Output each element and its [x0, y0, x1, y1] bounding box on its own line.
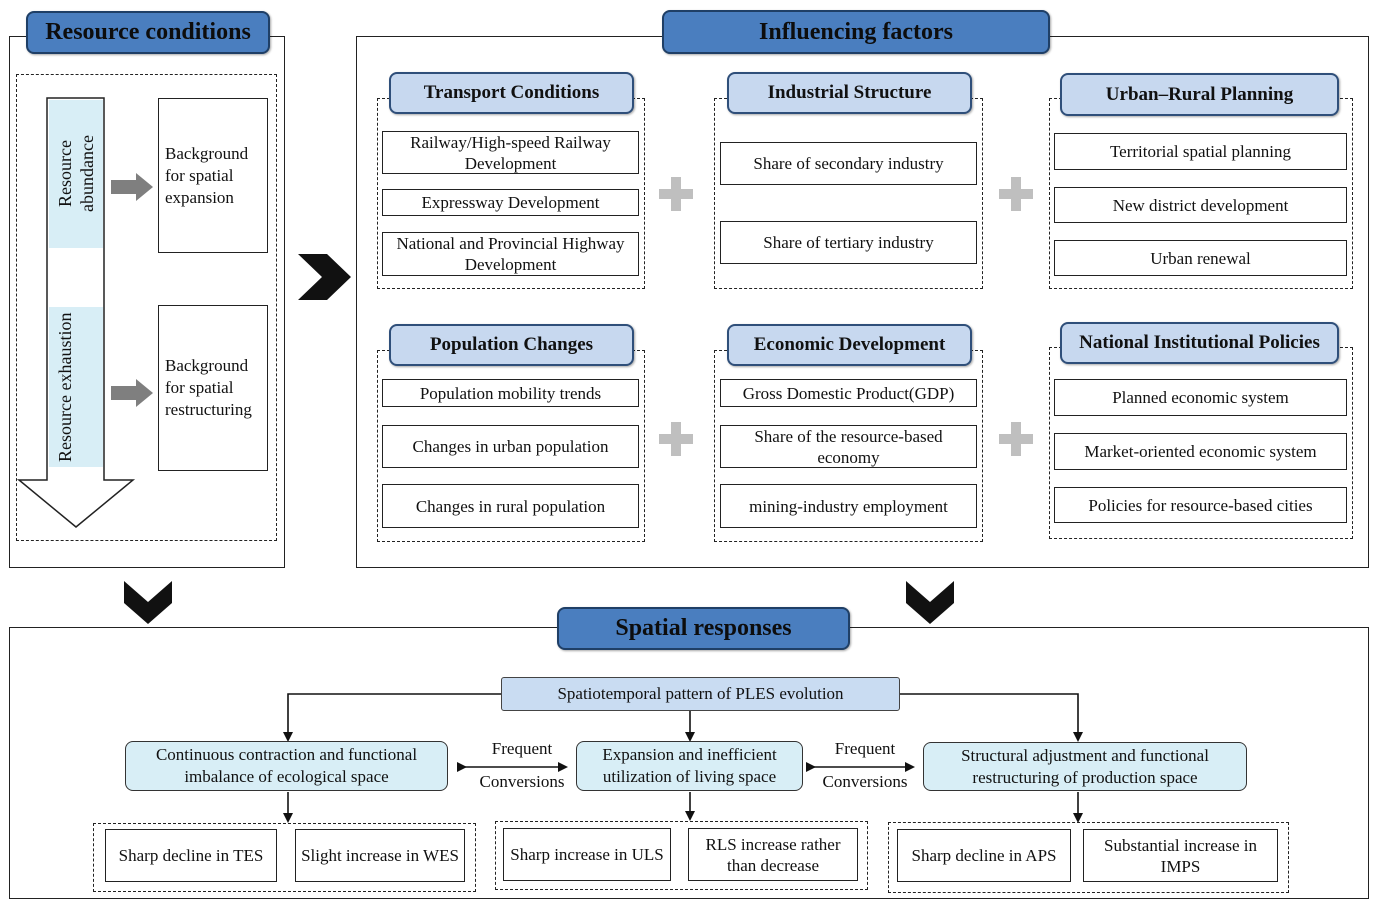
ples-pattern-box: Spatiotemporal pattern of PLES evolution [501, 677, 900, 711]
population-title: Population Changes [389, 324, 634, 366]
abundance-band [49, 100, 103, 248]
living-results-group [495, 821, 868, 890]
responses-title: Spatial responses [557, 607, 850, 650]
planning-item-new-district: New district development [1054, 187, 1347, 223]
exhaustion-label-wrap: Resource exhaustion [49, 307, 103, 467]
planning-title: Urban–Rural Planning [1060, 73, 1339, 116]
exhaustion-label: Resource exhaustion [55, 312, 75, 462]
economic-item-mining: mining-industry employment [720, 484, 977, 528]
result-imps: Substantial increase in IMPS [1083, 829, 1278, 882]
policy-title: National Institutional Policies [1060, 322, 1339, 364]
resource-title: Resource conditions [26, 11, 270, 54]
result-rls: RLS increase rather than decrease [688, 828, 858, 881]
grey-arrow-expansion [111, 173, 153, 201]
transport-item-railway: Railway/High-speed Railway Development [382, 131, 639, 174]
population-item-rural: Changes in rural population [382, 484, 639, 528]
exhaustion-band [49, 307, 103, 467]
frequent-label-right: Frequent [834, 739, 896, 758]
result-tes: Sharp decline in TES [105, 829, 277, 882]
living-space-box: Expansion and inefficient utilization of… [576, 741, 803, 791]
policy-item-planned: Planned economic system [1054, 379, 1347, 416]
plus-icon [659, 177, 1033, 456]
transport-title: Transport Conditions [389, 72, 634, 114]
population-item-mobility: Population mobility trends [382, 379, 639, 407]
policy-item-resource-cities: Policies for resource-based cities [1054, 487, 1347, 523]
planning-item-renewal: Urban renewal [1054, 240, 1347, 276]
ecological-space-box: Continuous contraction and functional im… [125, 741, 448, 791]
industrial-title: Industrial Structure [727, 72, 972, 114]
chevron-right-icon [298, 254, 351, 300]
production-results-group [888, 822, 1289, 893]
production-space-box: Structural adjustment and functional res… [923, 742, 1247, 791]
industrial-item-secondary: Share of secondary industry [720, 142, 977, 185]
resource-dashed-frame [16, 74, 277, 541]
economic-item-resource-share: Share of the resource-based economy [720, 425, 977, 468]
industrial-item-tertiary: Share of tertiary industry [720, 221, 977, 264]
result-aps: Sharp decline in APS [897, 829, 1071, 882]
transport-item-expressway: Expressway Development [382, 189, 639, 216]
resource-down-arrow [16, 97, 136, 528]
economic-title: Economic Development [727, 324, 972, 366]
result-uls: Sharp increase in ULS [503, 828, 671, 881]
conversions-label-left: Conversions [479, 772, 565, 791]
abundance-label-wrap: Resource abundance [49, 100, 103, 248]
bg-restructuring-box: Background for spatial restructuring [158, 305, 268, 471]
chevron-down-left-icon [124, 581, 172, 624]
population-item-urban: Changes in urban population [382, 425, 639, 468]
bg-expansion-box: Background for spatial expansion [158, 98, 268, 253]
result-wes: Slight increase in WES [295, 829, 465, 882]
ecological-results-group [93, 823, 476, 892]
grey-arrow-restructuring [111, 379, 153, 407]
frequent-label-left: Frequent [491, 739, 553, 758]
economic-item-gdp: Gross Domestic Product(GDP) [720, 379, 977, 407]
transport-item-highway: National and Provincial Highway Developm… [382, 232, 639, 276]
response-connectors [283, 693, 1083, 823]
planning-item-territorial: Territorial spatial planning [1054, 133, 1347, 170]
policy-item-market: Market-oriented economic system [1054, 433, 1347, 470]
factors-title: Influencing factors [662, 10, 1050, 54]
chevron-down-right-icon [906, 581, 954, 624]
conversions-label-right: Conversions [822, 772, 908, 791]
abundance-label: Resource abundance [55, 135, 97, 213]
